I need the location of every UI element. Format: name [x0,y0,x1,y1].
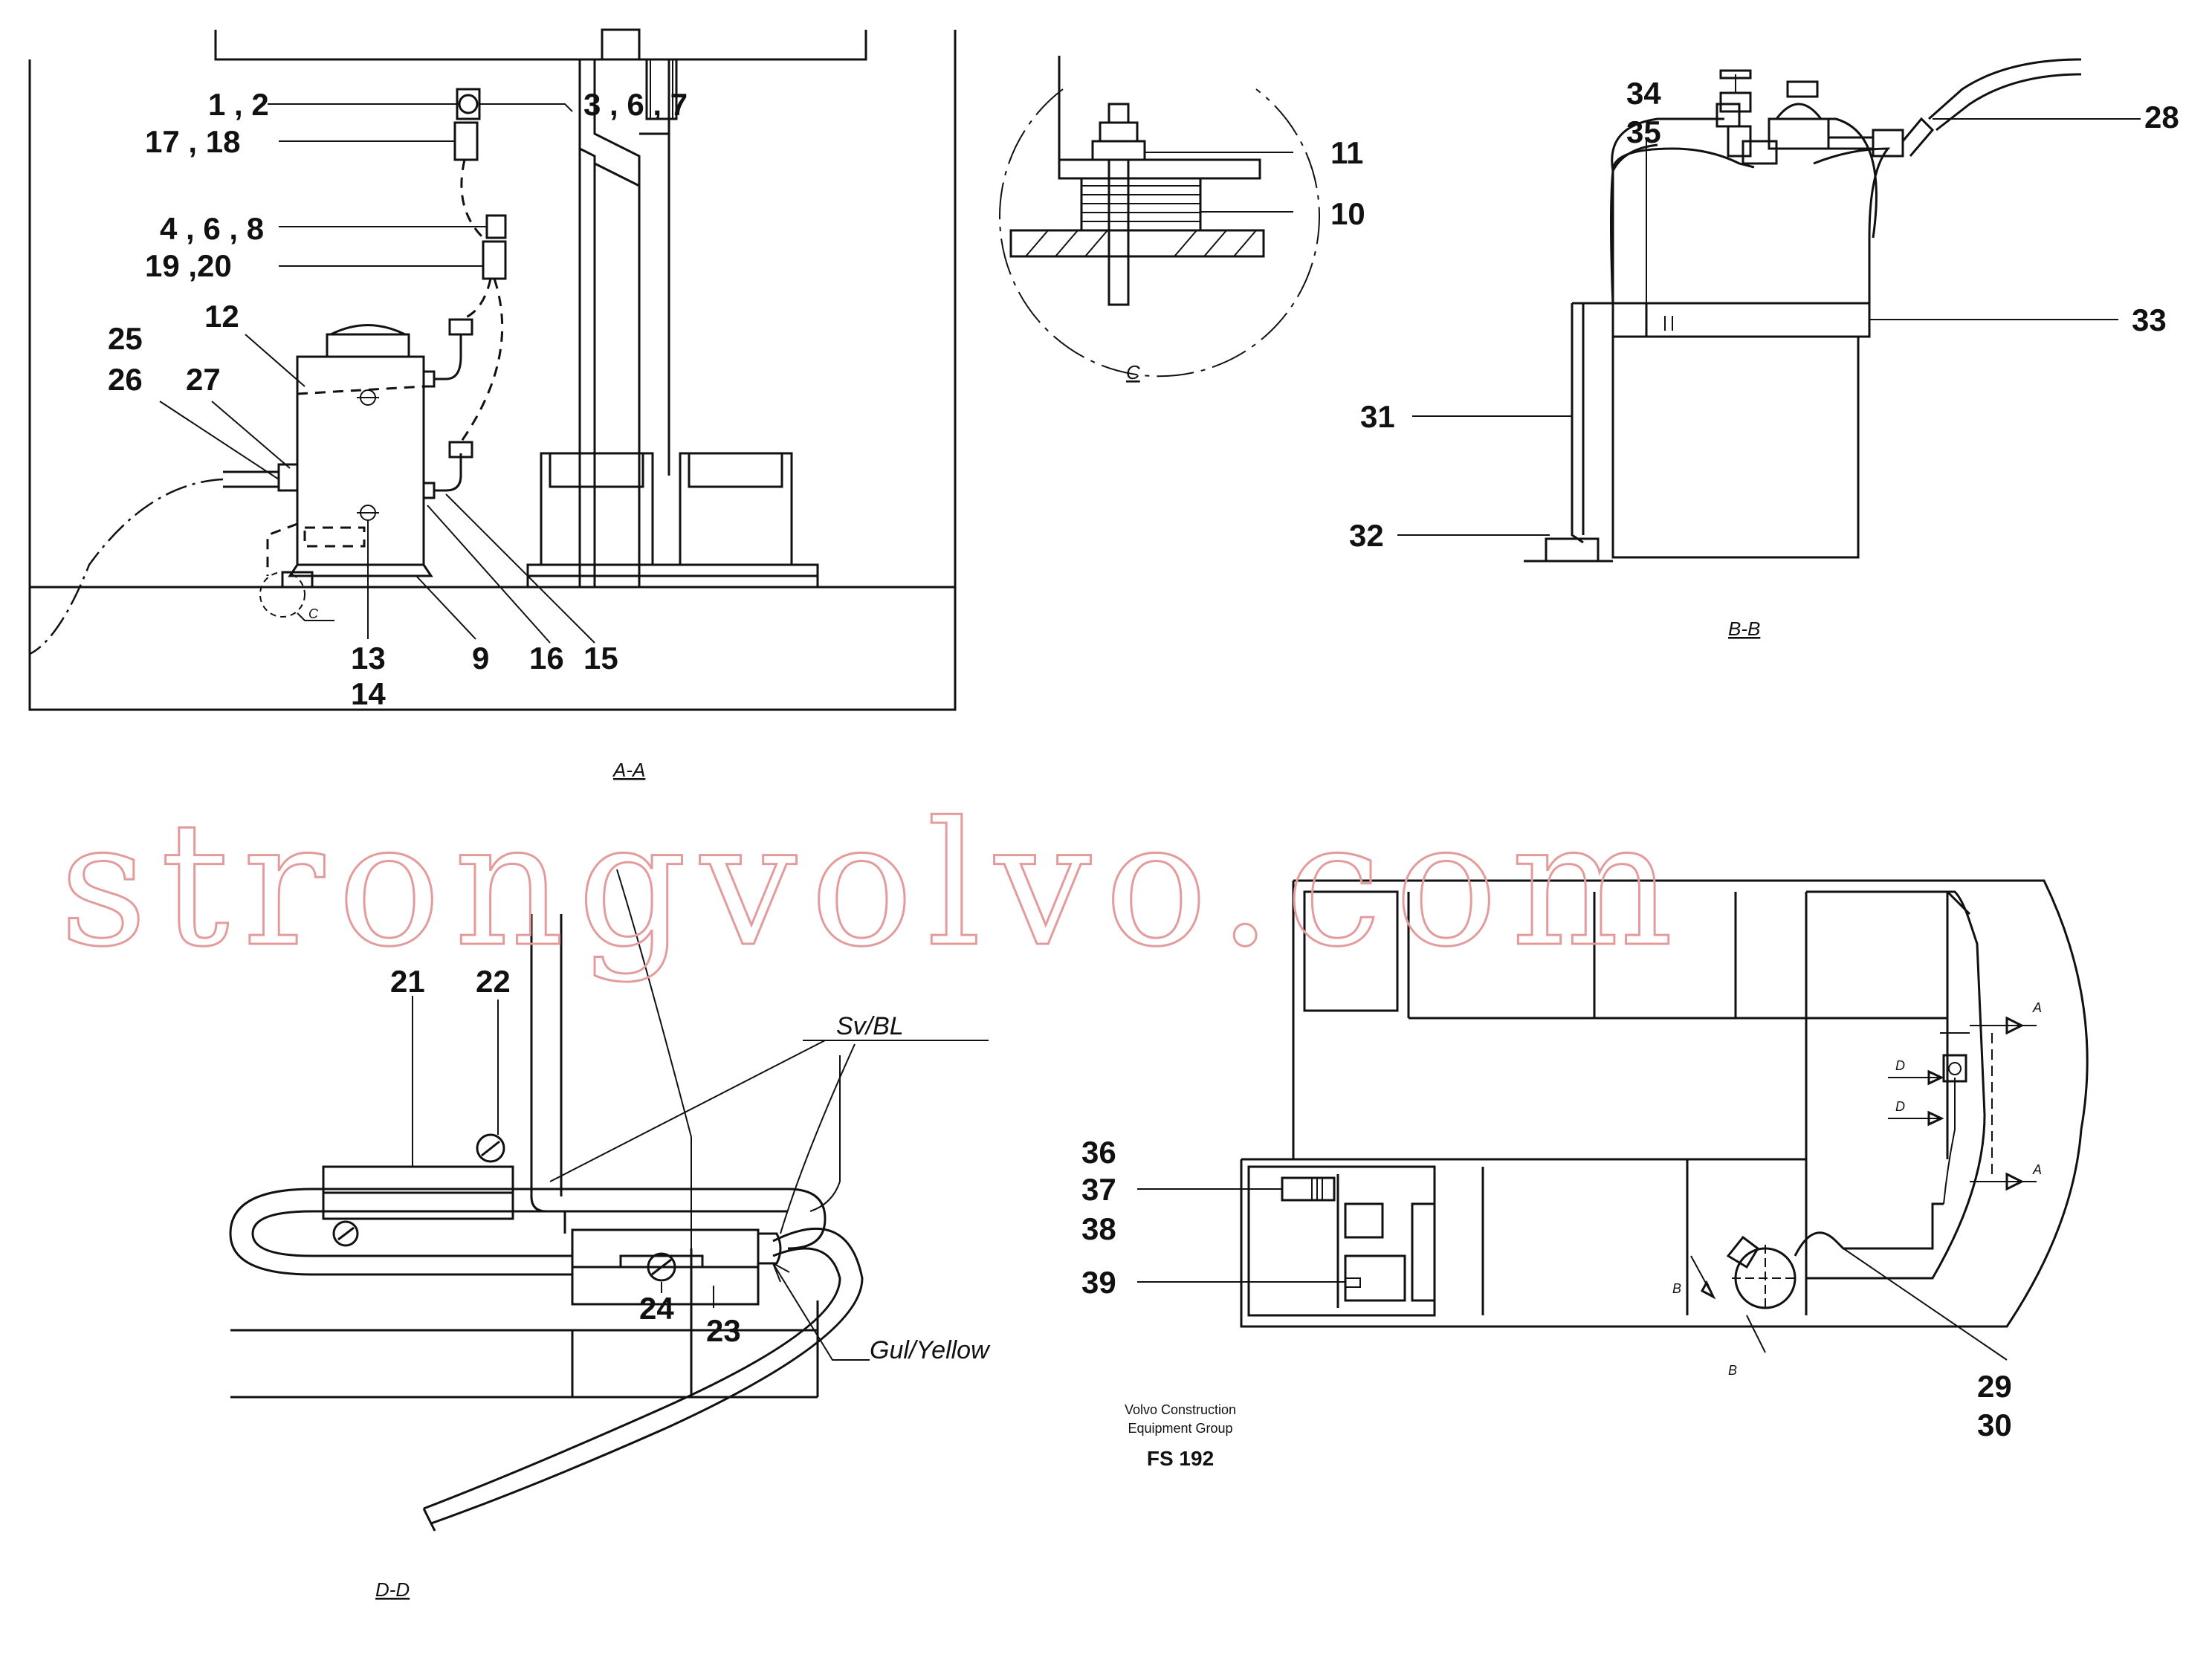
wire-label-sv-bl: Sv/BL [836,1012,904,1040]
callout-4-6-8: 4 , 6 , 8 [160,211,264,246]
callout-16: 16 [529,641,564,676]
footer: Volvo Construction Equipment Group FS 19… [1125,1402,1236,1470]
watermark: strongvolvo.com [59,786,1687,985]
callout-34: 34 [1626,76,1661,111]
callout-labels: 1 , 2 3 , 6 , 7 17 , 18 4 , 6 , 8 19 ,20… [108,76,2179,1442]
callout-19-20: 19 ,20 [145,248,232,283]
callout-1-2: 1 , 2 [208,87,269,122]
view-bb [1397,58,2141,563]
plan-view [1137,879,2089,1361]
footer-code: FS 192 [1147,1447,1214,1470]
view-aa [28,28,957,711]
callout-28: 28 [2144,100,2179,135]
section-mark-b-1: B [1672,1281,1681,1296]
callout-15: 15 [583,641,618,676]
callout-23: 23 [706,1313,741,1348]
view-label-bb: B-B [1728,618,1760,640]
callout-38: 38 [1081,1211,1116,1246]
view-dd [229,869,989,1532]
callout-24: 24 [639,1291,674,1326]
callout-35: 35 [1626,114,1661,149]
callout-29: 29 [1977,1369,2012,1404]
callout-31: 31 [1360,399,1395,434]
wire-labels: Sv/BL Gul/Yellow [836,1012,991,1364]
section-mark-a-2: A [2032,1162,2042,1177]
section-mark-d-2: D [1895,1099,1905,1114]
callout-33: 33 [2132,302,2167,337]
callout-12: 12 [204,299,239,334]
footer-line-1: Volvo Construction [1125,1402,1236,1417]
callout-11: 11 [1330,135,1363,170]
detail-c [999,56,1320,378]
callout-27: 27 [186,362,221,397]
callout-25: 25 [108,321,143,356]
callout-9: 9 [472,641,489,676]
view-label-aa: A-A [612,759,645,781]
view-labels: A-A B-B C D-D C A A D D B B [308,361,2042,1601]
callout-21: 21 [390,964,425,999]
wire-label-gul-yellow: Gul/Yellow [870,1336,991,1364]
view-label-c: C [1126,361,1140,383]
section-mark-d-1: D [1895,1058,1905,1073]
callout-17-18: 17 , 18 [145,124,240,159]
callout-37: 37 [1081,1172,1116,1207]
callout-26: 26 [108,362,143,397]
detail-mark-c: C [308,606,319,621]
view-label-dd: D-D [375,1578,410,1601]
callout-22: 22 [476,964,511,999]
callout-14: 14 [351,676,386,711]
section-mark-a-1: A [2032,1000,2042,1015]
footer-line-2: Equipment Group [1128,1421,1232,1436]
callout-30: 30 [1977,1407,2012,1442]
section-mark-b-2: B [1728,1363,1737,1378]
callout-32: 32 [1349,518,1384,553]
callout-13: 13 [351,641,386,676]
callout-10: 10 [1330,196,1365,231]
callout-39: 39 [1081,1265,1116,1300]
callout-3-6-7: 3 , 6 , 7 [583,87,688,122]
callout-36: 36 [1081,1135,1116,1170]
